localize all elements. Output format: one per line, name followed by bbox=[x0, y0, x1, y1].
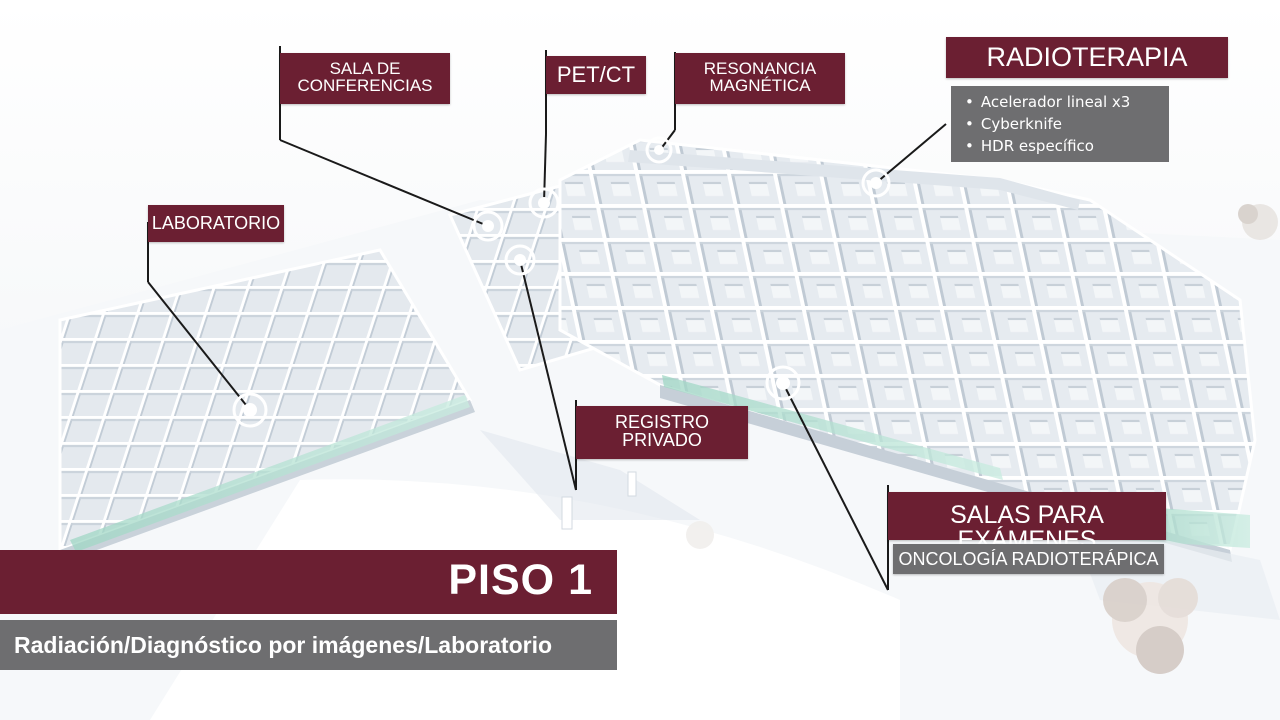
label-resonancia-line1: RESONANCIA bbox=[703, 59, 817, 78]
floor-subtitle-band: Radiación/Diagnóstico por imágenes/Labor… bbox=[0, 620, 617, 670]
radioterapia-item: HDR específico bbox=[965, 135, 1157, 157]
label-salas-examenes: SALAS PARA EXÁMENES bbox=[888, 492, 1166, 553]
radioterapia-item: Cyberknife bbox=[965, 113, 1157, 135]
label-pet-ct: PET/CT bbox=[546, 56, 646, 94]
label-radioterapia: RADIOTERAPIA bbox=[946, 37, 1228, 78]
label-resonancia: RESONANCIA MAGNÉTICA bbox=[675, 53, 845, 104]
label-resonancia-line2: MAGNÉTICA bbox=[709, 76, 811, 95]
label-registro-privado: REGISTRO PRIVADO bbox=[576, 406, 748, 459]
label-pet-ct-text: PET/CT bbox=[556, 62, 636, 87]
label-oncologia: ONCOLOGÍA RADIOTERÁPICA bbox=[893, 544, 1164, 574]
radioterapia-equipment-list: Acelerador lineal x3 Cyberknife HDR espe… bbox=[951, 86, 1169, 162]
label-sala-conferencias: SALA DE CONFERENCIAS bbox=[280, 53, 450, 104]
label-laboratorio: LABORATORIO bbox=[148, 205, 284, 242]
label-sala-conferencias-line2: CONFERENCIAS bbox=[297, 76, 433, 95]
label-registro-line1: REGISTRO bbox=[614, 412, 709, 432]
label-radioterapia-title: RADIOTERAPIA bbox=[986, 42, 1188, 72]
label-oncologia-text: ONCOLOGÍA RADIOTERÁPICA bbox=[898, 549, 1159, 569]
tree-decoration bbox=[686, 204, 1278, 674]
radioterapia-item: Acelerador lineal x3 bbox=[965, 91, 1157, 113]
floor-title: PISO 1 bbox=[448, 556, 593, 604]
floor-title-band: PISO 1 bbox=[0, 550, 617, 614]
location-markers bbox=[232, 136, 891, 428]
label-laboratorio-text: LABORATORIO bbox=[151, 213, 281, 233]
label-registro-line2: PRIVADO bbox=[622, 430, 702, 450]
label-sala-conferencias-line1: SALA DE bbox=[329, 59, 401, 78]
floor-subtitle: Radiación/Diagnóstico por imágenes/Labor… bbox=[14, 632, 553, 658]
